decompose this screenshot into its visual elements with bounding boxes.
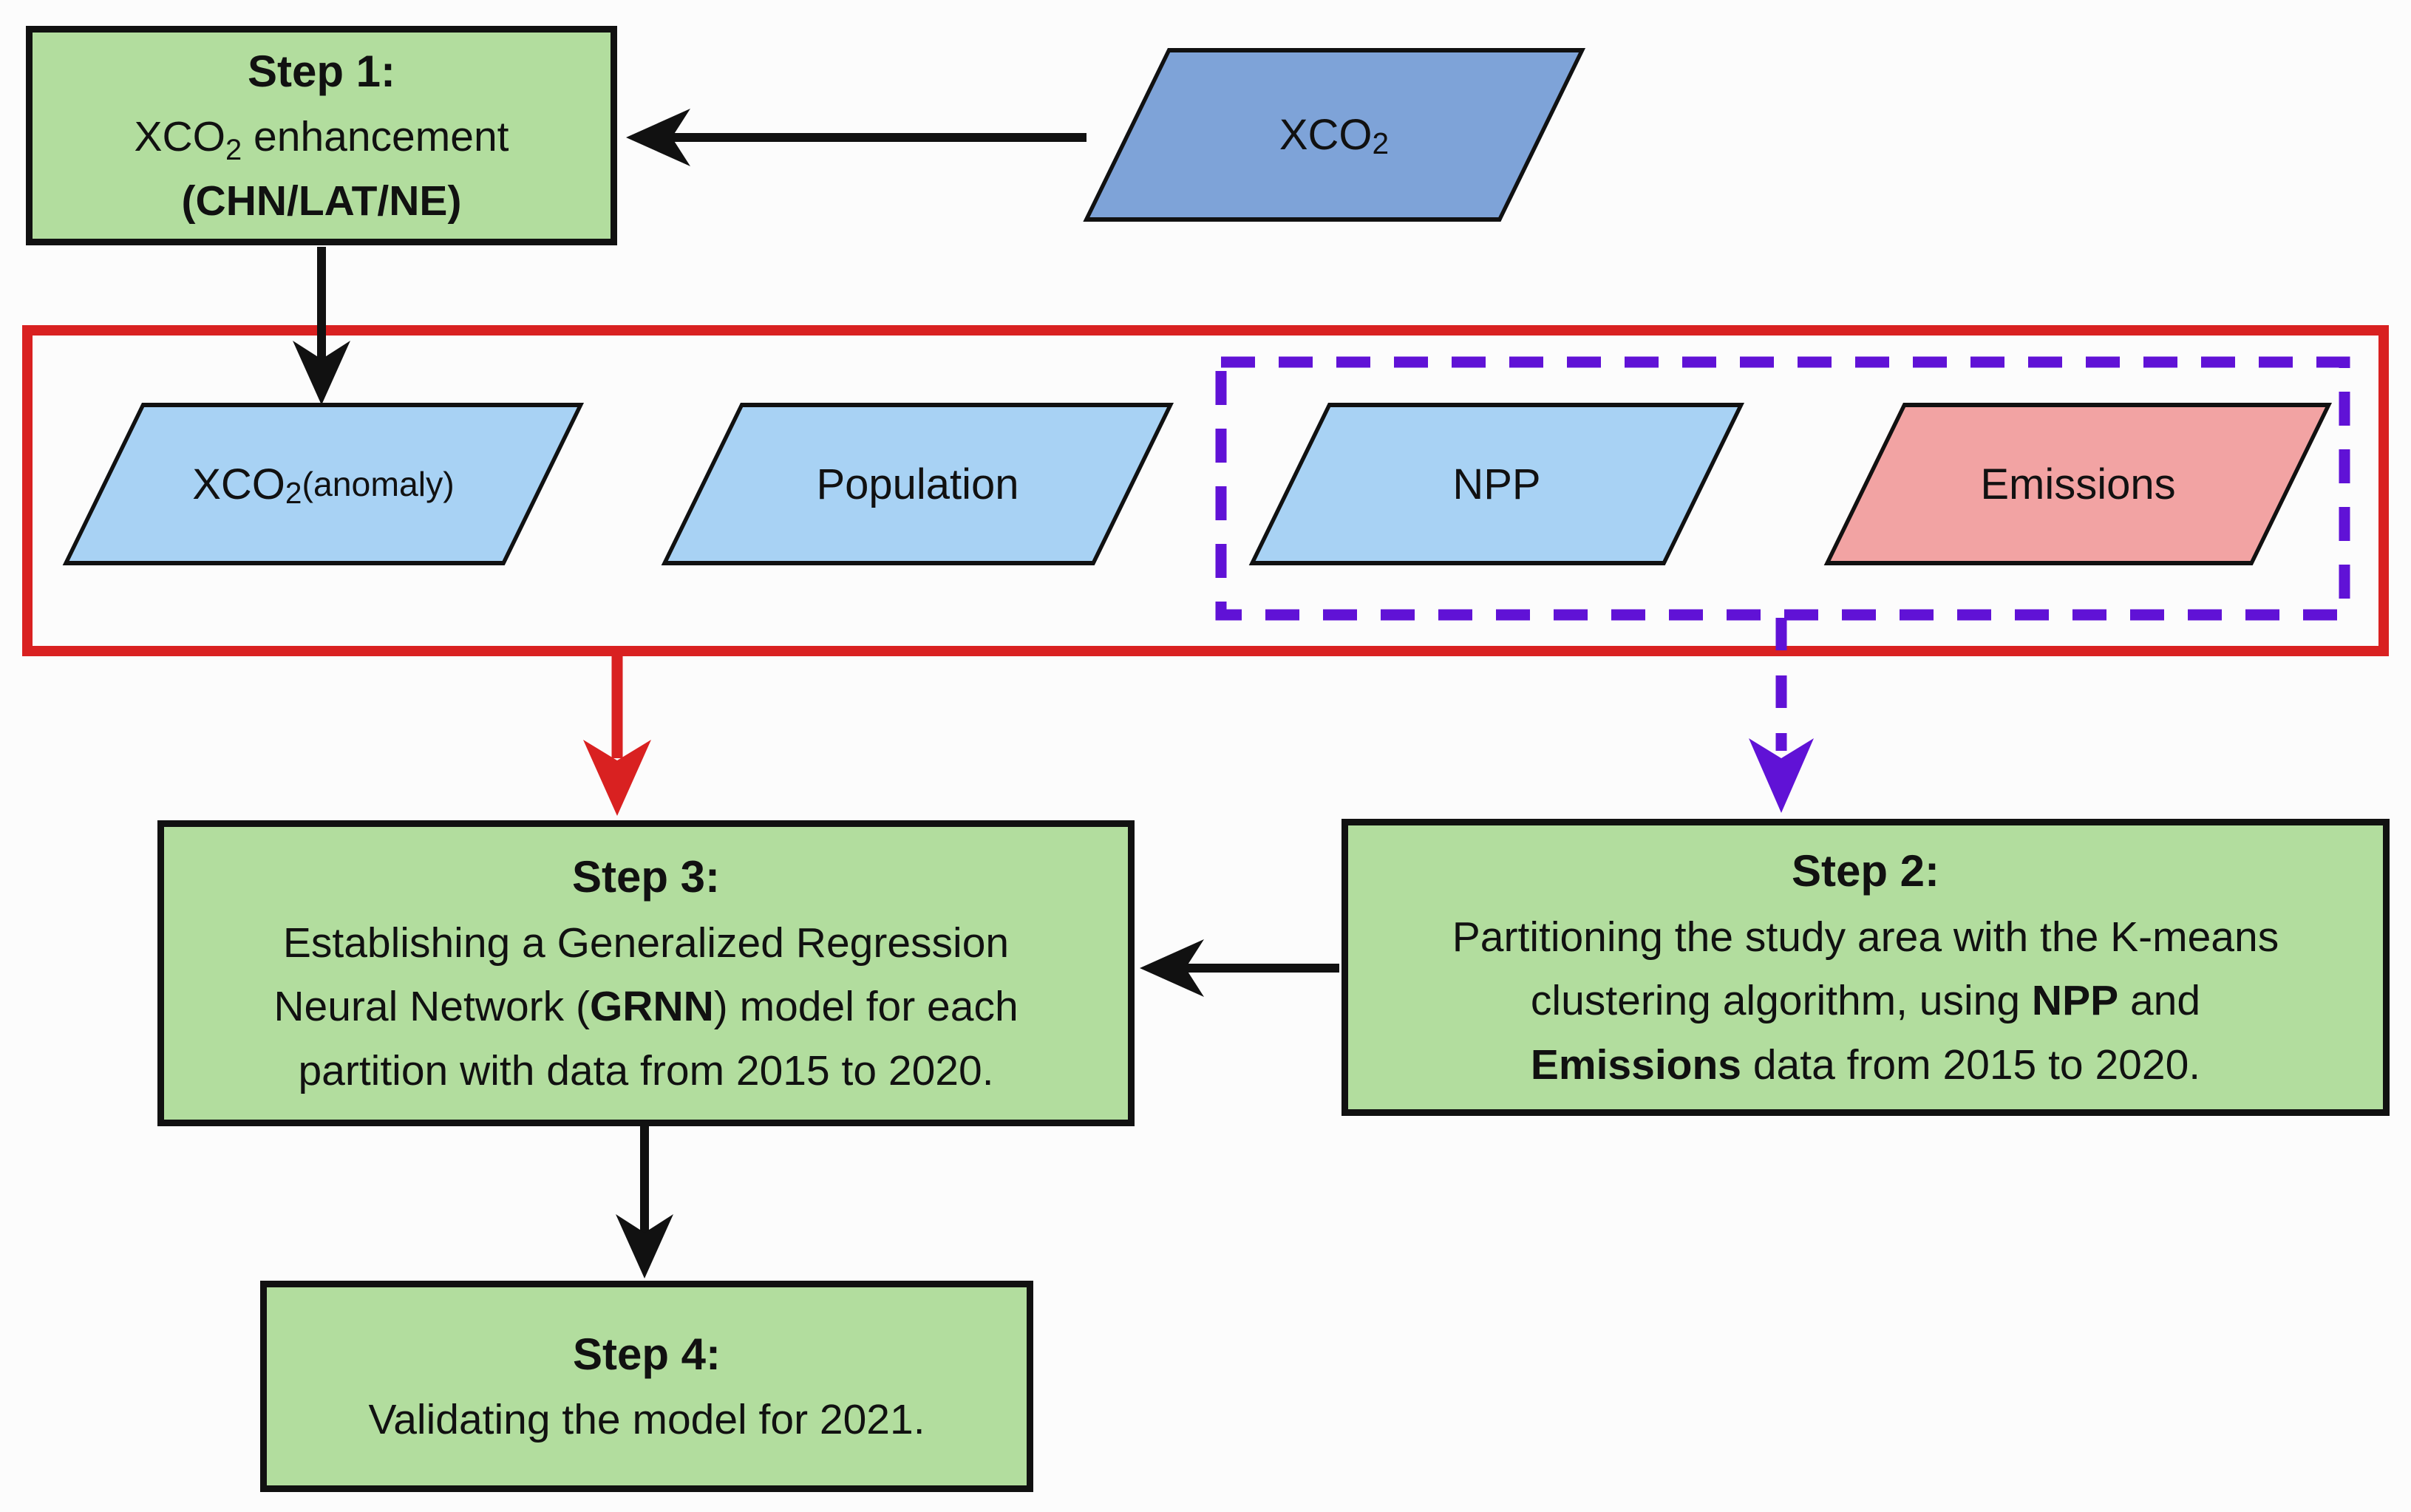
step4-box: Step 4: Validating the model for 2021.	[260, 1281, 1033, 1492]
population-label: Population	[816, 460, 1019, 508]
step1-box: Step 1: XCO2 enhancement (CHN/LAT/NE)	[26, 26, 617, 245]
step2-heading: Step 2:	[1791, 846, 1940, 896]
step2-box: Step 2: Partitioning the study area with…	[1341, 819, 2390, 1116]
emissions-parallelogram: Emissions	[1823, 403, 2332, 565]
arrow-step3-to-step4	[616, 1126, 673, 1278]
step2-body: Partitioning the study area with the K-m…	[1452, 913, 2279, 1089]
step4-heading: Step 4:	[572, 1329, 721, 1380]
step1-line2: XCO2 enhancement	[134, 113, 509, 167]
npp-label: NPP	[1452, 460, 1541, 508]
red-arrow-inputs-to-step3	[583, 652, 651, 816]
arrow-step2-to-step3	[1140, 939, 1339, 997]
step3-box: Step 3: Establishing a Generalized Regre…	[157, 820, 1135, 1126]
emissions-label: Emissions	[1980, 460, 2176, 508]
step1-line3: (CHN/LAT/NE)	[181, 177, 462, 225]
step4-body: Validating the model for 2021.	[368, 1396, 925, 1444]
step3-heading: Step 3:	[571, 852, 721, 902]
npp-parallelogram: NPP	[1248, 403, 1744, 565]
step1-heading: Step 1:	[247, 47, 396, 97]
arrow-xco2-to-step1	[626, 109, 1087, 166]
population-parallelogram: Population	[661, 403, 1174, 565]
